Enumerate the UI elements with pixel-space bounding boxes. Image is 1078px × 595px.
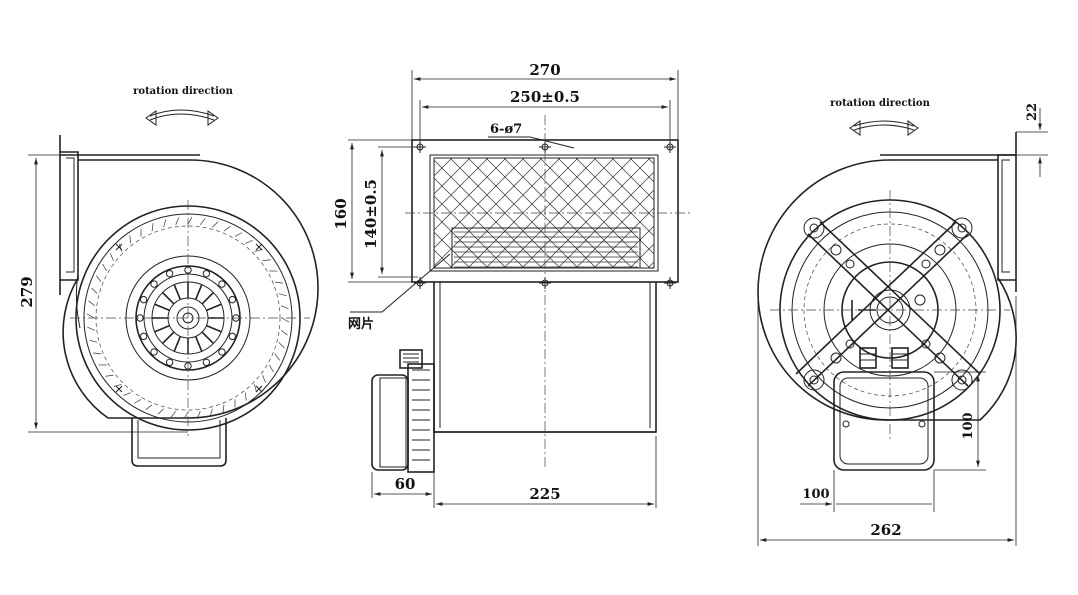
dim-262: 262 [757, 296, 1017, 546]
middle-view: 270 250±0.5 6-ø7 [332, 61, 690, 508]
svg-text:160: 160 [332, 198, 350, 229]
mesh-label-leader: 网片 [348, 253, 451, 332]
svg-text:6-ø7: 6-ø7 [490, 122, 522, 137]
motor-side [371, 349, 435, 473]
rotation-label-right: rotation direction [830, 98, 930, 109]
outlet-flange-right [880, 132, 1017, 292]
mounting-foot-left [131, 418, 227, 467]
mount-crosses-left [115, 243, 263, 393]
dim-100-vertical: 100 [934, 371, 986, 471]
svg-text:262: 262 [870, 521, 901, 539]
scroll-housing-right [757, 159, 1017, 421]
left-view: rotation direction [18, 86, 319, 467]
svg-text:279: 279 [18, 276, 36, 307]
dim-22: 22 [1016, 103, 1048, 177]
svg-text:270: 270 [529, 61, 560, 79]
scroll-housing-left [62, 159, 319, 419]
terminal-box [833, 371, 935, 471]
svg-text:140±0.5: 140±0.5 [362, 179, 380, 249]
svg-text:100: 100 [961, 412, 976, 439]
svg-text:22: 22 [1025, 103, 1040, 121]
right-view: rotation direction 22 [757, 98, 1048, 546]
dim-60: 60 [371, 440, 435, 508]
svg-text:网片: 网片 [348, 316, 374, 332]
dim-225: 225 [436, 436, 657, 508]
dim-160: 160 [332, 139, 412, 283]
svg-text:100: 100 [802, 487, 829, 502]
impeller-blades [86, 216, 290, 420]
dim-140: 140±0.5 [362, 146, 418, 278]
rotation-label-left: rotation direction [133, 86, 233, 97]
svg-text:250±0.5: 250±0.5 [510, 88, 580, 106]
dim-100-horizontal: 100 [800, 470, 935, 512]
outlet-flange-left [59, 135, 200, 295]
holes-callout: 6-ø7 [488, 122, 575, 149]
cable-glands [859, 347, 909, 369]
dim-270: 270 [411, 61, 679, 140]
svg-text:225: 225 [529, 485, 560, 503]
dim-250: 250±0.5 [419, 88, 671, 140]
svg-text:60: 60 [395, 475, 416, 493]
rotation-arrow-right-icon [849, 120, 919, 136]
rotation-arrow-left-icon [145, 109, 219, 126]
dim-279: 279 [18, 154, 188, 433]
